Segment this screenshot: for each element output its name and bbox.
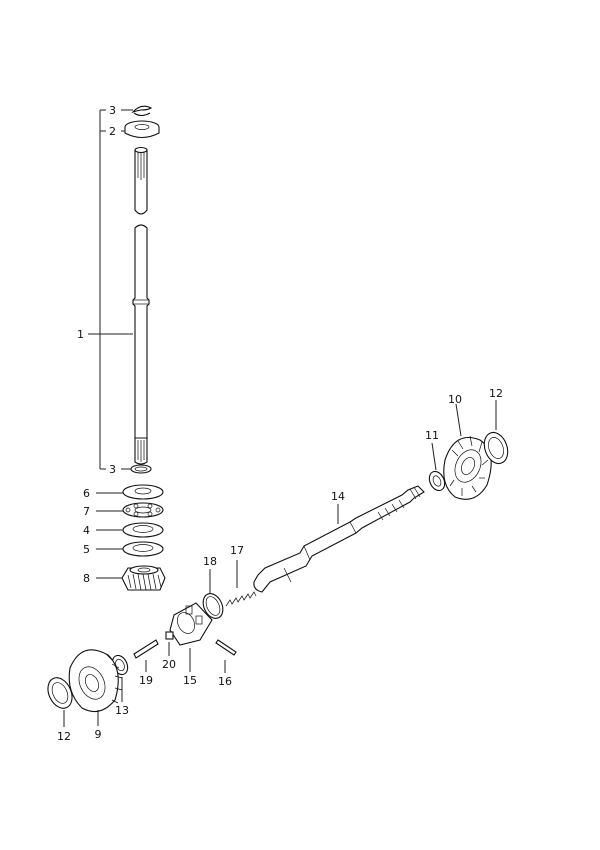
label-15: 15 <box>183 674 197 687</box>
circlip-top <box>121 105 153 117</box>
label-12-bottom: 12 <box>57 730 71 743</box>
washer-11 <box>428 442 446 492</box>
pin-19 <box>133 639 159 672</box>
label-7: 7 <box>83 505 90 518</box>
label-3-bottom: 3 <box>109 463 116 476</box>
label-3-top: 3 <box>109 104 116 117</box>
washer-6 <box>96 484 164 500</box>
shim-5 <box>96 541 164 557</box>
label-16: 16 <box>218 675 232 688</box>
label-8: 8 <box>83 572 90 585</box>
bearing-top <box>121 120 160 139</box>
label-14: 14 <box>331 490 345 503</box>
label-5: 5 <box>83 543 90 556</box>
thrust-bearing-7 <box>96 502 164 518</box>
circlip-bottom <box>121 464 152 474</box>
label-17: 17 <box>230 544 244 557</box>
pin-20 <box>165 631 174 656</box>
label-6: 6 <box>83 487 90 500</box>
callout-labels: 3 2 1 3 6 7 4 5 8 10 12 11 14 18 17 20 1… <box>57 104 503 743</box>
washer-4 <box>96 522 164 538</box>
label-2: 2 <box>109 125 116 138</box>
forward-gear <box>443 403 492 500</box>
pinion-gear <box>96 565 166 591</box>
propeller-shaft <box>253 485 425 593</box>
reverse-gear <box>68 649 123 726</box>
label-9: 9 <box>95 728 102 741</box>
clutch-dog <box>169 602 213 672</box>
group-bracket <box>99 109 106 470</box>
label-1: 1 <box>77 328 84 341</box>
pin-16 <box>215 639 237 673</box>
ring-18 <box>202 569 224 619</box>
label-10: 10 <box>448 393 462 406</box>
shim-12-top <box>483 400 509 465</box>
drive-shaft <box>88 146 150 465</box>
label-19: 19 <box>139 674 153 687</box>
shim-12-bottom <box>47 677 73 727</box>
label-11: 11 <box>425 429 439 442</box>
label-12-top: 12 <box>489 387 503 400</box>
spring-17 <box>225 560 257 607</box>
label-13: 13 <box>115 704 129 717</box>
label-18: 18 <box>203 555 217 568</box>
label-4: 4 <box>83 524 90 537</box>
label-20: 20 <box>162 658 176 671</box>
